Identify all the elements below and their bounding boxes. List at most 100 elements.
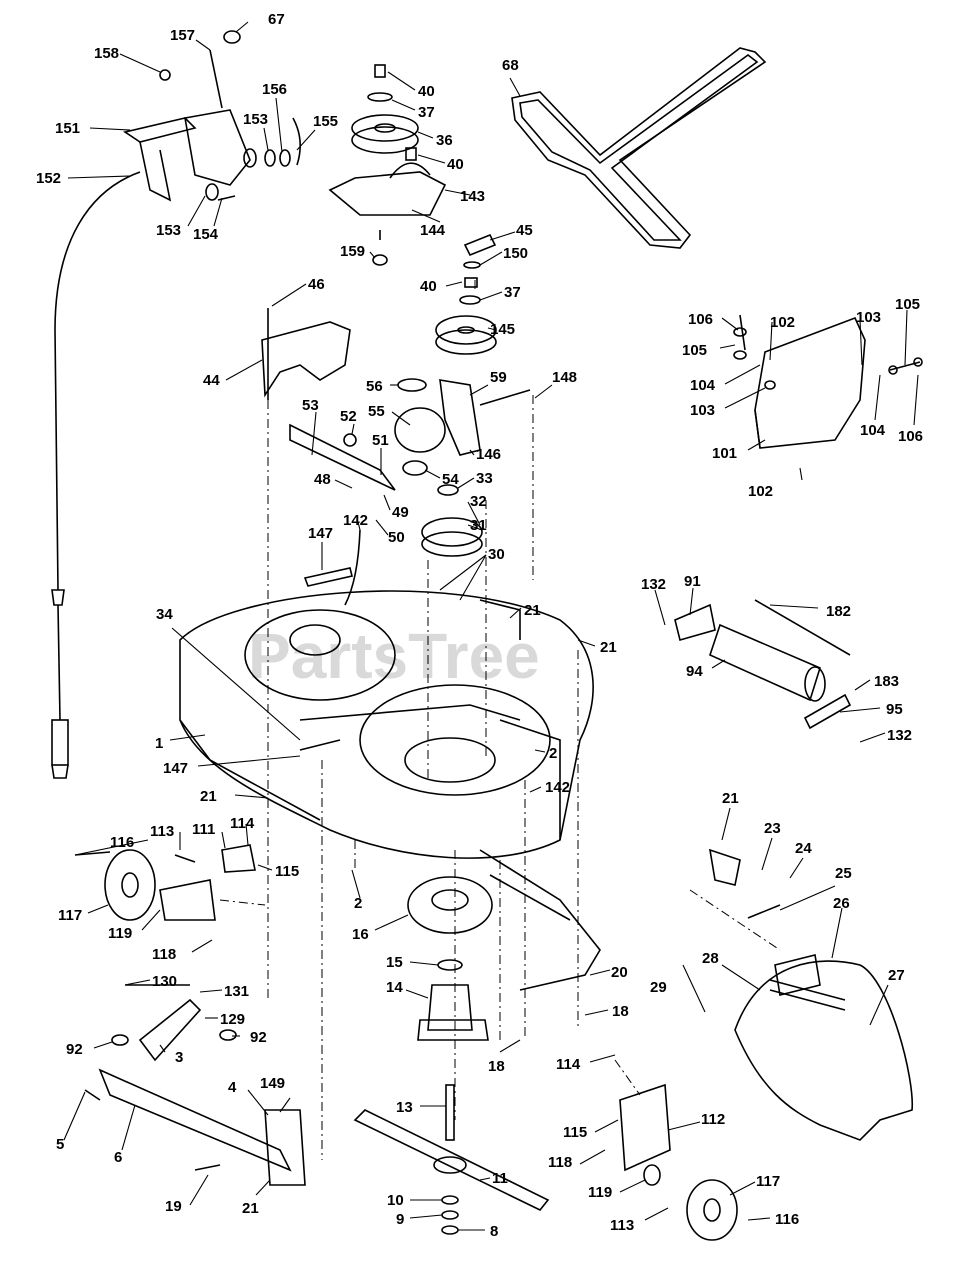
- callout: 111: [192, 821, 215, 838]
- callout: 116: [110, 834, 134, 851]
- lift-linkage: [84, 984, 306, 1186]
- callout: 48: [314, 471, 331, 488]
- callout: 132: [641, 576, 666, 593]
- callout: 18: [612, 1003, 629, 1020]
- callout: 27: [888, 967, 905, 984]
- callout: 115: [275, 863, 299, 880]
- callout: 94: [686, 663, 703, 680]
- callout: 21: [242, 1200, 259, 1217]
- callout: 16: [352, 926, 369, 943]
- callout: 106: [688, 311, 713, 328]
- right-gauge-wheel-assembly: [619, 848, 781, 1241]
- callout: 115: [563, 1124, 587, 1141]
- callout: 11: [492, 1170, 508, 1187]
- callout: 14: [386, 979, 403, 996]
- callout: 19: [165, 1198, 182, 1215]
- callout: 23: [764, 820, 781, 837]
- idler-arm-assembly: [289, 378, 531, 606]
- callout: 5: [56, 1136, 64, 1153]
- callout: 25: [835, 865, 852, 882]
- callout: 116: [775, 1211, 799, 1228]
- spindle-assembly: [353, 876, 550, 1235]
- callout: 34: [156, 606, 173, 623]
- callout: 1: [155, 735, 163, 752]
- callout: 53: [302, 397, 319, 414]
- callout: 33: [476, 470, 493, 487]
- anti-scalp-roller: [674, 599, 852, 730]
- callout: 132: [887, 727, 912, 744]
- callout: 15: [386, 954, 403, 971]
- callout: 154: [193, 226, 219, 243]
- callout: 37: [418, 104, 435, 121]
- callout: 29: [650, 979, 667, 996]
- callout: 105: [895, 296, 920, 313]
- callout: 49: [392, 504, 409, 521]
- callout: 112: [701, 1111, 725, 1128]
- idler-pulley-stack-upper: [328, 64, 447, 266]
- callout: 143: [460, 188, 485, 205]
- callout: 158: [94, 45, 119, 62]
- callout: 45: [516, 222, 533, 239]
- callout: 104: [860, 422, 886, 439]
- callout: 9: [396, 1211, 404, 1228]
- callout: 44: [203, 372, 220, 389]
- callout: 24: [795, 840, 812, 857]
- callout: 148: [552, 369, 577, 386]
- callout: 28: [702, 950, 719, 967]
- callout: 142: [343, 512, 368, 529]
- callout: 21: [600, 639, 617, 656]
- callout: 142: [545, 779, 570, 796]
- callout: 103: [690, 402, 715, 419]
- callout: 159: [340, 243, 365, 260]
- callout: 40: [447, 156, 464, 173]
- callout: 40: [418, 83, 435, 100]
- callout: 119: [108, 925, 132, 942]
- callout: 40: [420, 278, 437, 295]
- callout: 21: [722, 790, 739, 807]
- discharge-chute: [734, 954, 914, 1141]
- callout: 59: [490, 369, 507, 386]
- callout: 52: [340, 408, 357, 425]
- callout: 153: [156, 222, 181, 239]
- callout: 102: [770, 314, 795, 331]
- callout: 153: [243, 111, 268, 128]
- callout-labels: 67 157 158 151 156 153 155 152 153 154 4…: [36, 11, 923, 1240]
- watermark-text: PartsTree: [248, 620, 540, 692]
- callout: 8: [490, 1223, 498, 1240]
- belt-guard: [261, 308, 351, 400]
- callout: 13: [396, 1099, 413, 1116]
- callout: 113: [610, 1217, 634, 1234]
- callout: 26: [833, 895, 850, 912]
- callout: 46: [308, 276, 325, 293]
- callout: 118: [152, 946, 176, 963]
- leader-lines: [63, 21, 919, 1231]
- control-cable-assembly: [51, 30, 301, 779]
- callout: 106: [898, 428, 923, 445]
- callout: 114: [556, 1056, 581, 1073]
- idler-pulley-stack-lower: [435, 233, 497, 355]
- callout: 119: [588, 1184, 612, 1201]
- callout: 36: [436, 132, 453, 149]
- callout: 117: [756, 1173, 780, 1190]
- callout: 117: [58, 907, 82, 924]
- callout: 114: [230, 815, 255, 832]
- callout: 130: [152, 973, 177, 990]
- callout: 146: [476, 446, 501, 463]
- callout: 67: [268, 11, 285, 28]
- callout: 101: [712, 445, 737, 462]
- callout: 91: [684, 573, 701, 590]
- callout: 147: [163, 760, 188, 777]
- callout: 103: [856, 309, 881, 326]
- callout: 182: [826, 603, 851, 620]
- callout: 51: [372, 432, 389, 449]
- callout: 104: [690, 377, 716, 394]
- callout: 37: [504, 284, 521, 301]
- callout: 55: [368, 403, 385, 420]
- callout: 20: [611, 964, 628, 981]
- callout: 113: [150, 823, 174, 840]
- callout: 6: [114, 1149, 122, 1166]
- mower-deck: [179, 590, 594, 859]
- callout: 183: [874, 673, 899, 690]
- alignment-lines: [219, 280, 781, 1160]
- callout: 68: [502, 57, 519, 74]
